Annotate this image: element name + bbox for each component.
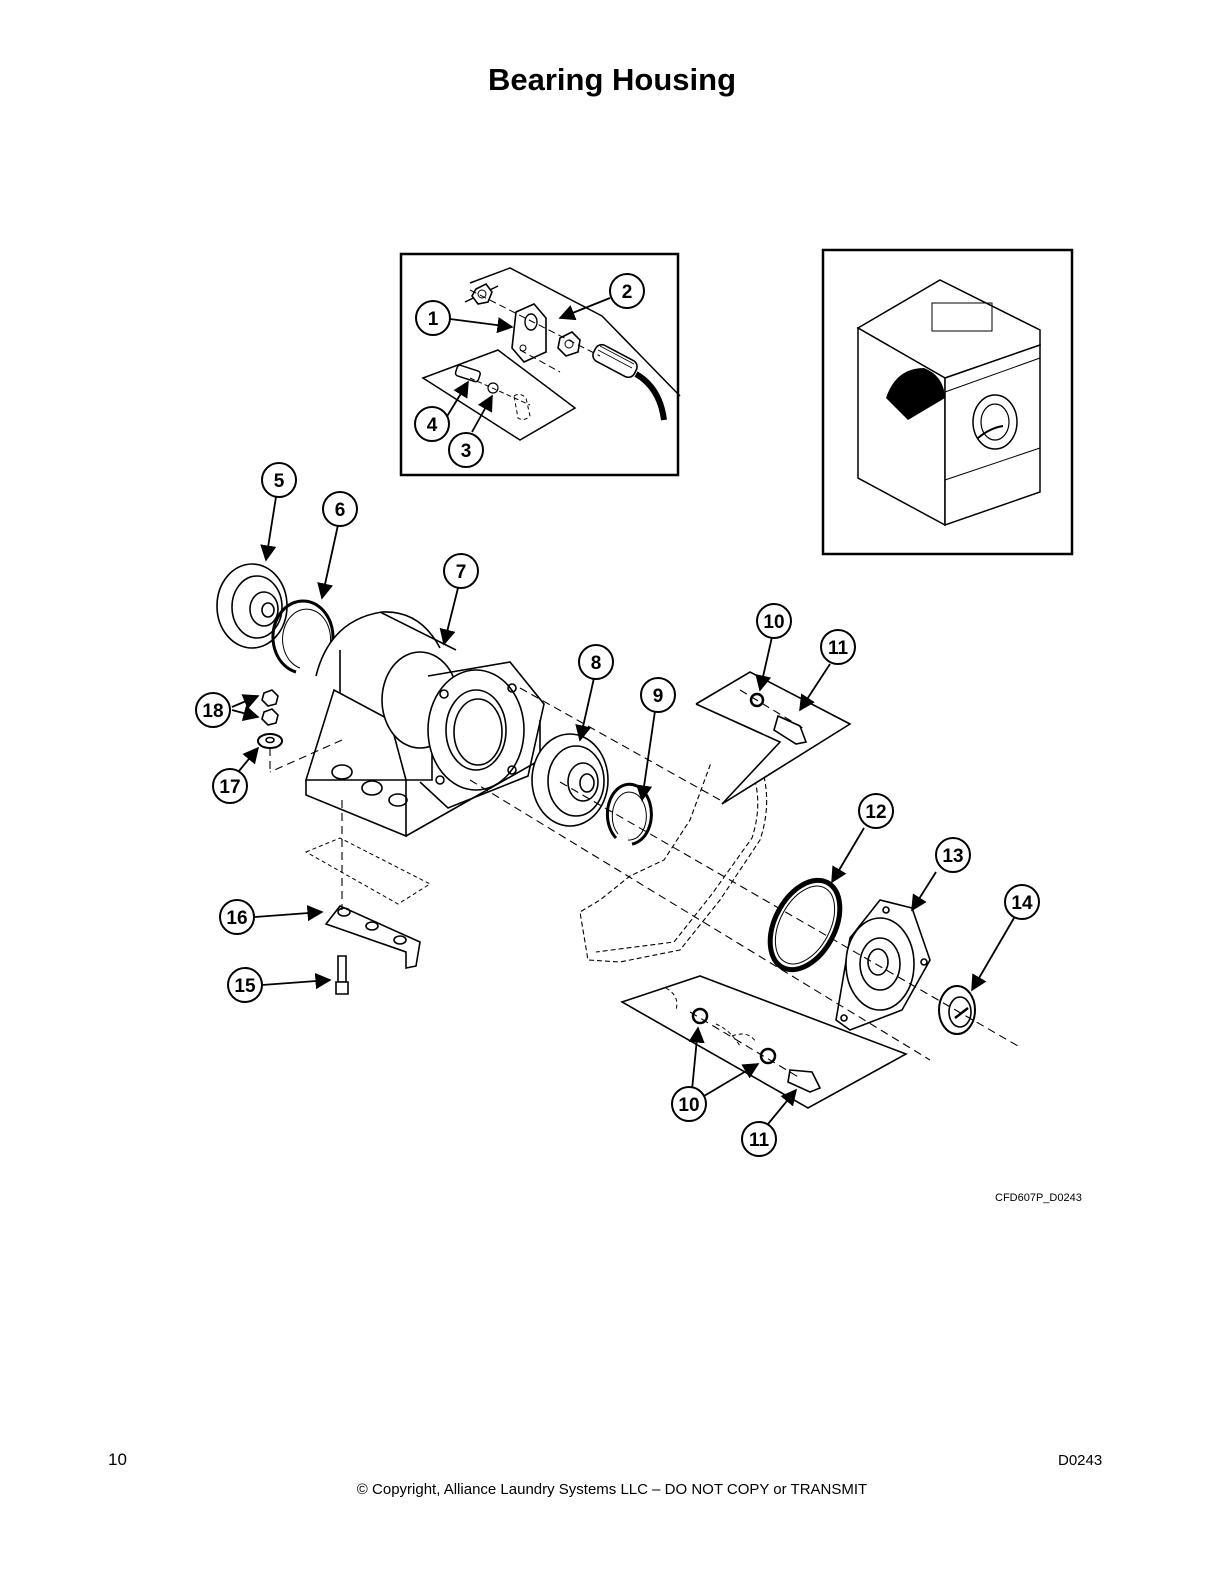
alignment-lines — [269, 687, 1019, 1079]
figure-code: CFD607P_D0243 — [995, 1192, 1082, 1204]
page-title: Bearing Housing — [487, 62, 736, 97]
document-code: D0243 — [1058, 1452, 1103, 1469]
callout-9: 9 — [653, 686, 664, 707]
callout-14: 14 — [1011, 893, 1033, 914]
callout-11-upper: 11 — [828, 638, 849, 659]
page-number: 10 — [108, 1450, 127, 1469]
callout-10-upper: 10 — [763, 612, 784, 633]
callout-circles — [195, 273, 1040, 1157]
callout-leaders — [231, 297, 1015, 1125]
callout-5: 5 — [274, 471, 285, 492]
callout-numbers: 1 2 3 4 5 6 7 8 9 10 11 12 13 14 15 16 1… — [202, 282, 1033, 1151]
callout-4: 4 — [427, 415, 438, 436]
callout-13: 13 — [942, 846, 963, 867]
copyright-notice: © Copyright, Alliance Laundry Systems LL… — [356, 1481, 868, 1498]
callout-18: 18 — [202, 701, 223, 722]
callout-12: 12 — [865, 802, 886, 823]
callout-16: 16 — [226, 908, 247, 929]
callout-6: 6 — [335, 500, 346, 521]
callout-8: 8 — [591, 653, 602, 674]
sensor-detail-inset — [399, 252, 681, 477]
callout-2: 2 — [622, 282, 633, 303]
callout-11-lower: 11 — [749, 1130, 770, 1151]
machine-locator-inset — [821, 248, 1074, 556]
callout-15: 15 — [234, 976, 256, 997]
callout-3: 3 — [461, 441, 472, 462]
callout-10-lower: 10 — [678, 1095, 699, 1116]
callout-7: 7 — [456, 562, 467, 583]
callout-1: 1 — [428, 309, 439, 330]
callout-17: 17 — [219, 777, 240, 798]
